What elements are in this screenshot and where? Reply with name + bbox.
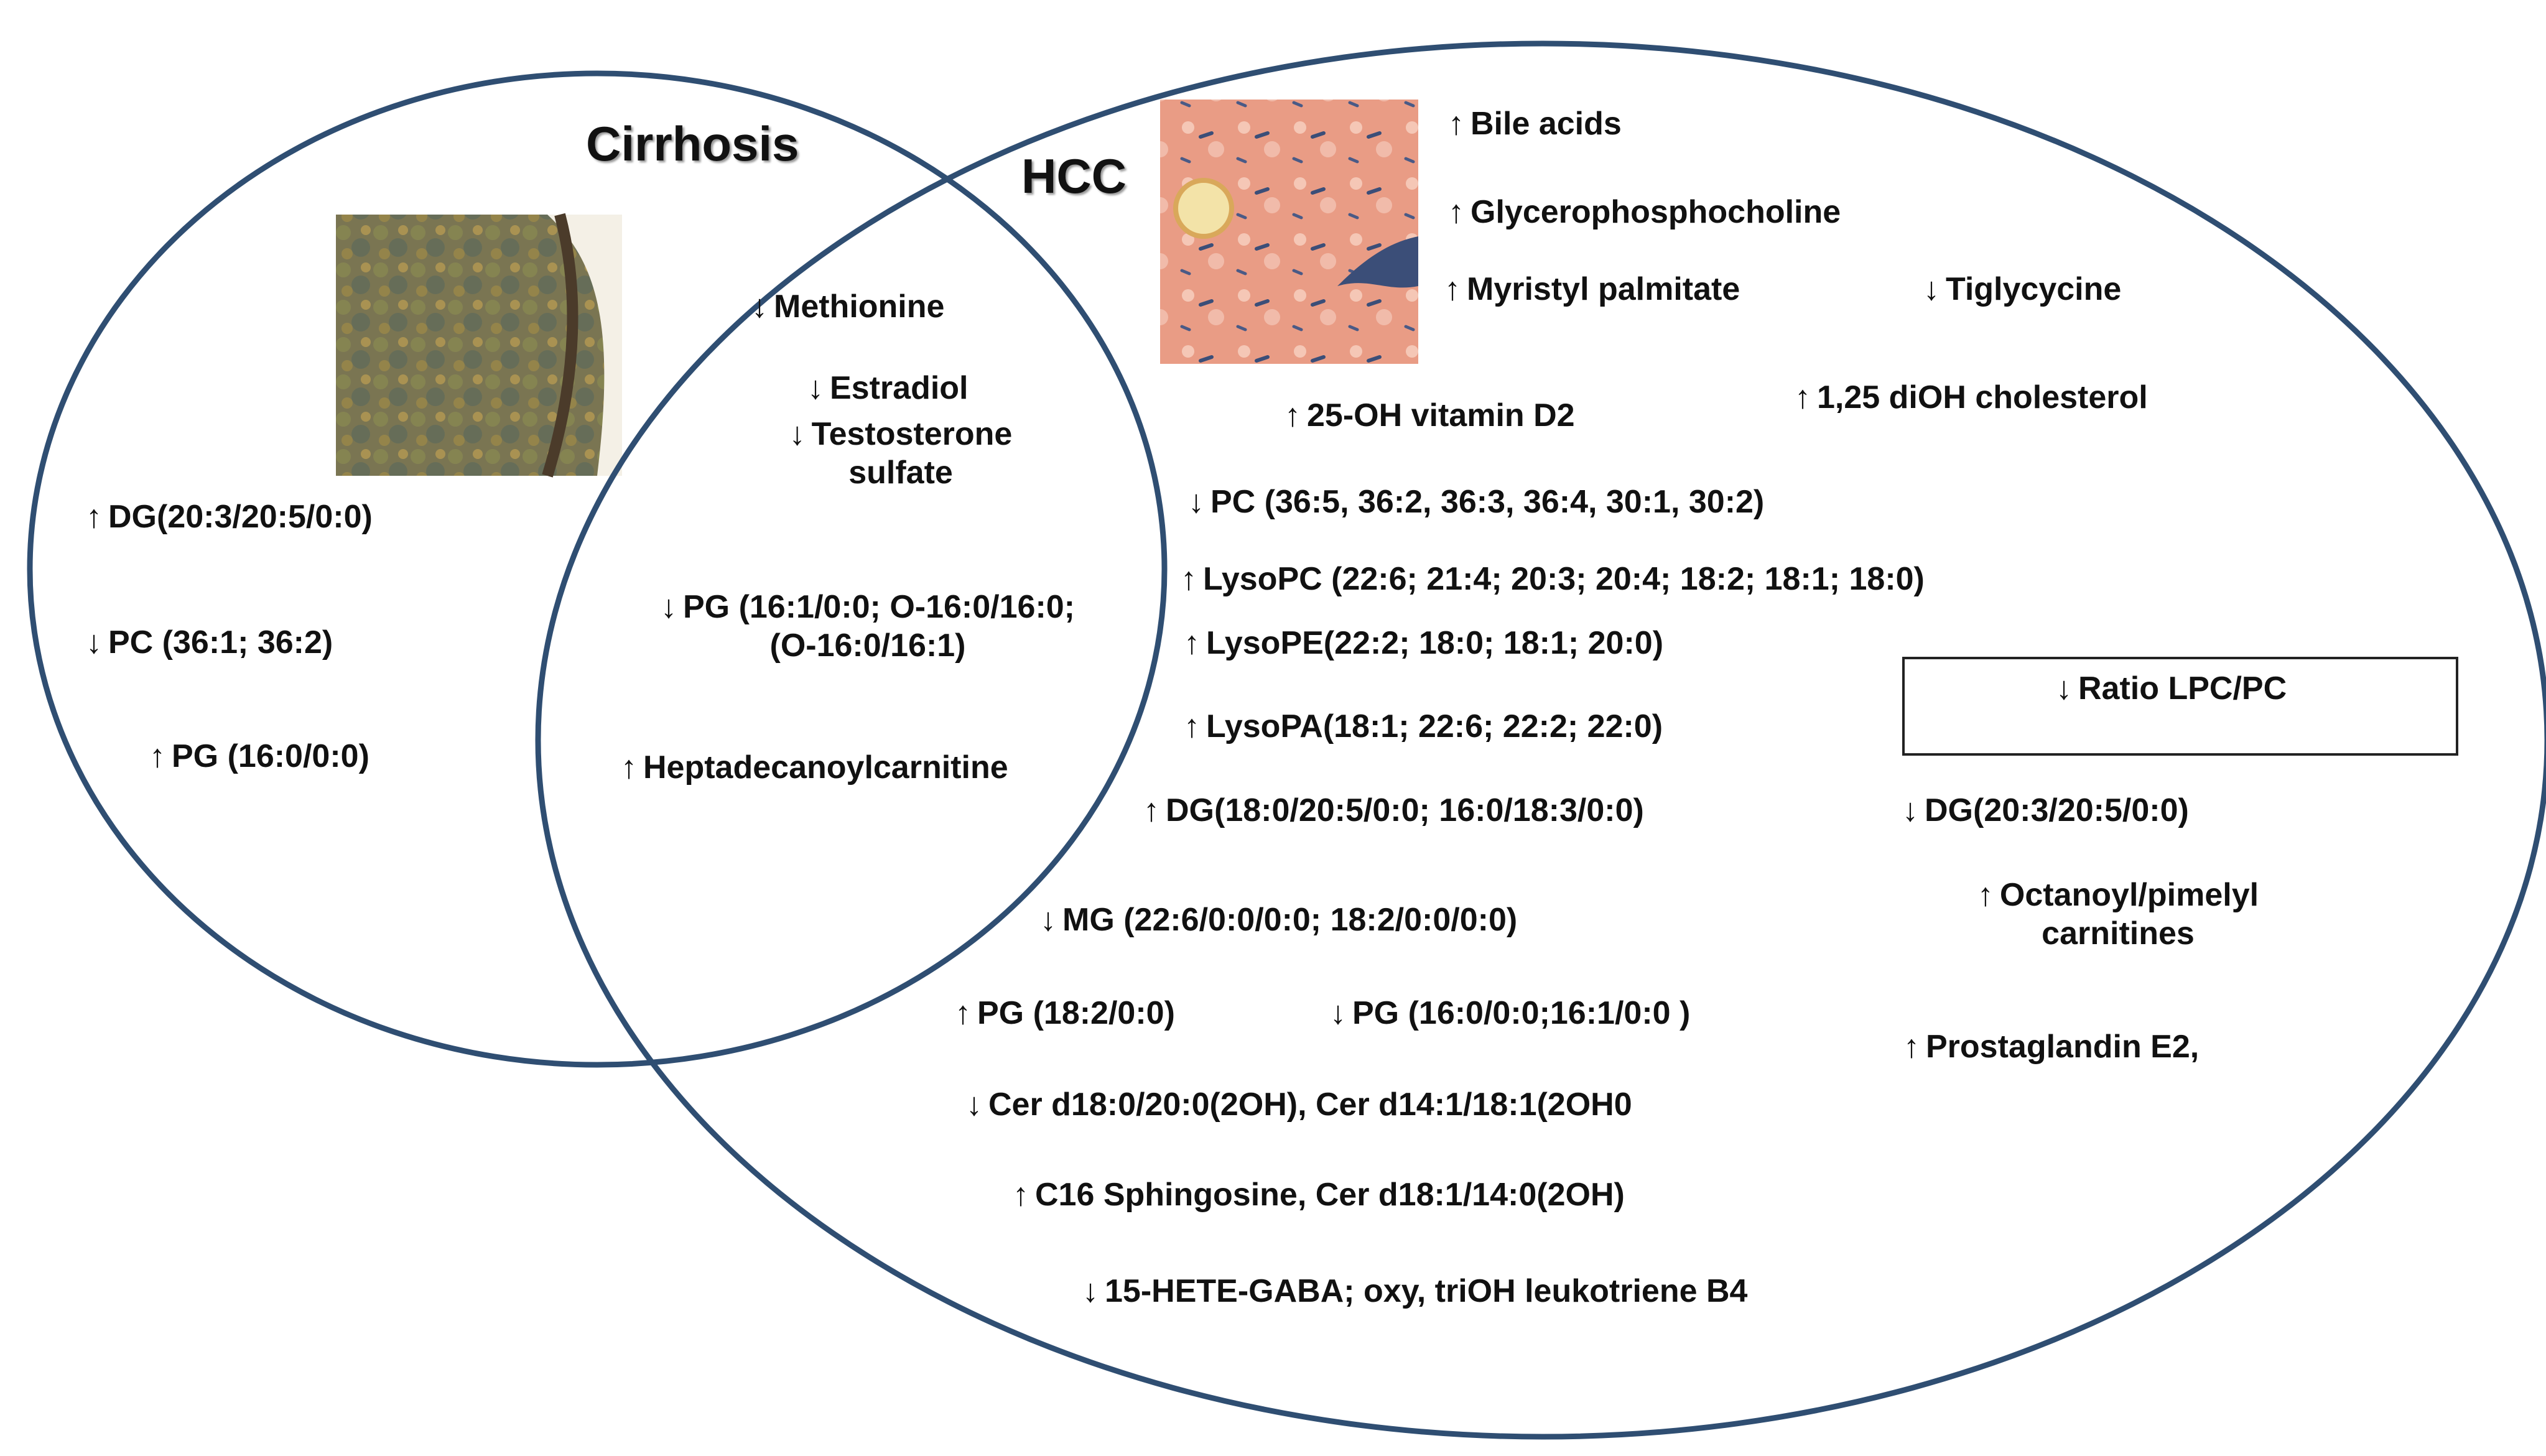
- hcc-item-1: ↑Glycerophosphocholine: [1448, 193, 1841, 231]
- hcc-item-14: ↓MG (22:6/0:0/0:0; 18:2/0:0/0:0): [1040, 901, 1517, 939]
- hcc-item-6: ↓PC (36:5, 36:2, 36:3, 36:4, 30:1, 30:2): [1188, 483, 1764, 521]
- down-arrow-icon: ↓: [1082, 1273, 1099, 1309]
- up-arrow-icon: ↑: [1448, 106, 1464, 142]
- down-arrow-icon: ↓: [660, 589, 677, 625]
- cirrhosis-item-1: ↓PC (36:1; 36:2): [86, 623, 333, 662]
- down-arrow-icon: ↓: [789, 416, 806, 452]
- hcc-item-16: ↓PG (16:0/0:0;16:1/0:0 ): [1330, 994, 1690, 1032]
- hcc-title: HCC: [1021, 149, 1127, 203]
- down-arrow-icon: ↓: [1188, 484, 1204, 520]
- ratio-lpc-pc: ↓Ratio LPC/PC: [2056, 669, 2287, 708]
- down-arrow-icon: ↓: [2056, 670, 2072, 707]
- down-arrow-icon: ↓: [1902, 792, 1918, 828]
- hcc-item-8: ↑LysoPE(22:2; 18:0; 18:1; 20:0): [1184, 624, 1663, 662]
- hcc-item-3: ↓Tiglycycine: [1923, 270, 2121, 308]
- cirrhosis-item-0: ↑DG(20:3/20:5/0:0): [86, 498, 373, 536]
- hcc-item-12: ↓DG(20:3/20:5/0:0): [1902, 791, 2189, 830]
- overlap-item-2: ↓Testosterone sulfate: [789, 416, 1013, 491]
- overlap-item-3: ↓PG (16:1/0:0; O-16:0/16:0; (O-16:0/16:1…: [660, 589, 1076, 664]
- up-arrow-icon: ↑: [1903, 1029, 1920, 1065]
- hcc-item-11: ↑DG(18:0/20:5/0:0; 16:0/18:3/0:0): [1143, 791, 1644, 830]
- cirrhosis-title: Cirrhosis: [586, 116, 799, 171]
- ratio-box: [1902, 657, 2458, 756]
- cirrhosis-image: [336, 213, 622, 478]
- hcc-item-2: ↑Myristyl palmitate: [1444, 270, 1740, 308]
- overlap-item-4: ↑Heptadecanoylcarnitine: [621, 748, 1008, 787]
- up-arrow-icon: ↑: [149, 738, 165, 774]
- up-arrow-icon: ↑: [1184, 708, 1200, 744]
- hcc-item-19: ↑C16 Sphingosine, Cer d18:1/14:0(2OH): [1013, 1175, 1625, 1214]
- down-arrow-icon: ↓: [807, 370, 824, 406]
- up-arrow-icon: ↑: [86, 499, 102, 535]
- down-arrow-icon: ↓: [966, 1087, 982, 1123]
- hcc-item-18: ↓Cer d18:0/20:0(2OH), Cer d14:1/18:1(2OH…: [966, 1085, 1632, 1124]
- down-arrow-icon: ↓: [86, 624, 102, 661]
- down-arrow-icon: ↓: [1040, 902, 1056, 938]
- down-arrow-icon: ↓: [1923, 271, 1940, 307]
- down-arrow-icon: ↓: [751, 289, 768, 325]
- up-arrow-icon: ↑: [1181, 561, 1197, 597]
- up-arrow-icon: ↑: [1143, 792, 1159, 828]
- hcc-circle: [535, 40, 2546, 1440]
- down-arrow-icon: ↓: [1330, 995, 1346, 1031]
- up-arrow-icon: ↑: [621, 749, 637, 786]
- hcc-item-20: ↓15-HETE-GABA; oxy, triOH leukotriene B4: [1082, 1272, 1747, 1310]
- cirrhosis-item-2: ↑PG (16:0/0:0): [149, 737, 369, 776]
- up-arrow-icon: ↑: [1444, 271, 1461, 307]
- hcc-item-15: ↑PG (18:2/0:0): [955, 994, 1175, 1032]
- overlap-item-1: ↓Estradiol: [807, 369, 969, 407]
- hcc-item-17: ↑Prostaglandin E2,: [1903, 1027, 2199, 1066]
- up-arrow-icon: ↑: [1795, 379, 1811, 415]
- hcc-item-0: ↑Bile acids: [1448, 104, 1622, 143]
- hcc-item-5: ↑1,25 diOH cholesterol: [1795, 378, 2148, 417]
- up-arrow-icon: ↑: [1448, 194, 1464, 230]
- hcc-item-4: ↑25-OH vitamin D2: [1285, 396, 1575, 435]
- hcc-item-10: ↑LysoPA(18:1; 22:6; 22:2; 22:0): [1184, 707, 1663, 746]
- up-arrow-icon: ↑: [1977, 877, 1994, 913]
- hcc-item-7: ↑LysoPC (22:6; 21:4; 20:3; 20:4; 18:2; 1…: [1181, 560, 1925, 598]
- up-arrow-icon: ↑: [1285, 397, 1301, 434]
- up-arrow-icon: ↑: [1013, 1177, 1029, 1213]
- up-arrow-icon: ↑: [955, 995, 971, 1031]
- hcc-image: [1160, 100, 1418, 364]
- cirrhosis-circle: [27, 70, 1168, 1068]
- hcc-item-13: ↑Octanoyl/pimelyl carnitines: [1977, 877, 2259, 952]
- up-arrow-icon: ↑: [1184, 625, 1200, 661]
- overlap-item-0: ↓Methionine: [751, 287, 944, 326]
